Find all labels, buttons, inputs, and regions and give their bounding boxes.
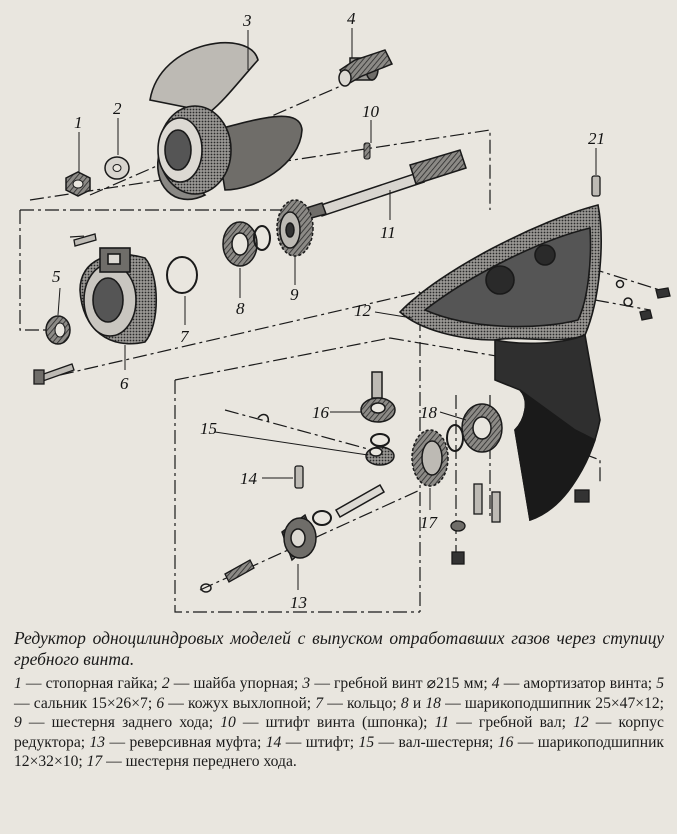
part-reverse-clutch xyxy=(281,483,386,562)
legend-text: — шайба упорная; xyxy=(169,675,303,692)
label-16: 16 xyxy=(312,403,329,422)
label-6: 6 xyxy=(120,374,129,393)
label-18: 18 xyxy=(420,403,437,422)
legend-text: — кожух выхлопной; xyxy=(164,694,316,712)
legend-text: — штифт; xyxy=(281,733,359,751)
legend-text: и xyxy=(408,694,426,712)
part-bearing-16 xyxy=(360,371,396,447)
legend-text: — кольцо; xyxy=(323,694,401,712)
legend-text: — стопорная гайка; xyxy=(21,675,162,692)
part-seal xyxy=(45,315,71,345)
legend-text: — шарикоподшипник 25×47×12; xyxy=(440,694,664,712)
part-key-pin xyxy=(363,142,371,160)
legend-number: 10 xyxy=(220,714,236,732)
part-lock-nut xyxy=(65,171,91,197)
label-13: 13 xyxy=(290,593,307,612)
diagram-drawing xyxy=(19,28,671,613)
figure-caption: Редуктор одноцилиндровых моделей с выпус… xyxy=(14,628,664,772)
caption-legend: 1 — стопорная гайка; 2 — шайба упорная; … xyxy=(14,674,664,772)
leader-lines xyxy=(57,28,597,590)
legend-text: — корпус редуктора; xyxy=(14,714,664,751)
legend-number: 3 xyxy=(302,675,311,692)
part-propeller-shaft xyxy=(299,149,467,221)
part-propeller xyxy=(149,41,303,201)
part-pin-14 xyxy=(294,465,304,489)
label-3: 3 xyxy=(243,11,252,30)
label-4: 4 xyxy=(347,9,356,28)
legend-text: — амортизатор винта; xyxy=(499,675,657,692)
label-17: 17 xyxy=(420,513,437,532)
legend-number: 9 xyxy=(14,714,22,732)
legend-number: 1 xyxy=(14,675,22,692)
legend-number: 2 xyxy=(161,675,170,692)
label-7: 7 xyxy=(180,327,189,346)
legend-text: — вал-шестерня; xyxy=(374,733,498,751)
legend-text: — реверсивная муфта; xyxy=(105,733,266,751)
legend-number: 4 xyxy=(491,675,500,692)
legend-text: — шарикоподшипник 12×32×10; xyxy=(14,733,665,771)
label-1: 1 xyxy=(74,113,83,132)
legend-number: 16 xyxy=(497,733,514,751)
label-11: 11 xyxy=(380,223,396,242)
part-vertical-bolts xyxy=(450,483,590,565)
legend-number: 6 xyxy=(156,694,165,712)
legend-number: 11 xyxy=(434,714,450,732)
part-reverse-gear xyxy=(276,199,314,257)
part-screws-right xyxy=(615,279,671,321)
part-forward-gear xyxy=(411,429,449,487)
legend-text: — сальник 15×26×7; xyxy=(14,694,157,712)
legend-number: 12 xyxy=(573,714,589,732)
label-10: 10 xyxy=(362,102,379,121)
legend-number: 5 xyxy=(656,675,664,692)
legend-number: 7 xyxy=(315,694,324,712)
part-pinion-shaft xyxy=(365,446,395,466)
part-bearing-8 xyxy=(222,221,271,267)
part-small-left xyxy=(200,413,270,593)
legend-text: — гребной винт ⌀215 мм; xyxy=(310,675,492,692)
legend-text: — штифт винта (шпонка); xyxy=(235,714,435,732)
legend-number: 15 xyxy=(358,733,375,751)
part-bearing-18 xyxy=(446,403,503,453)
part-gearbox-housing xyxy=(398,204,602,522)
part-shock-absorber xyxy=(338,49,394,87)
exploded-diagram: 1 2 3 4 5 6 7 8 9 10 11 12 13 14 15 16 1… xyxy=(19,9,671,613)
label-2: 2 xyxy=(113,99,122,118)
label-21: 21 xyxy=(588,129,605,148)
legend-number: 18 xyxy=(425,694,441,712)
part-pin-21 xyxy=(591,175,601,197)
label-12: 12 xyxy=(354,301,371,320)
legend-number: 8 xyxy=(400,694,409,712)
legend-text: — шестерня переднего хода. xyxy=(102,753,297,771)
label-15: 15 xyxy=(200,419,217,438)
label-8: 8 xyxy=(236,299,245,318)
label-14: 14 xyxy=(240,469,257,488)
label-9: 9 xyxy=(290,285,299,304)
legend-text: — шестерня заднего хода; xyxy=(21,714,221,732)
legend-text: — гребной вал; xyxy=(449,714,574,732)
part-ring xyxy=(166,256,198,294)
part-bolts-left xyxy=(33,233,97,385)
part-exhaust-housing xyxy=(79,247,158,345)
part-thrust-washer xyxy=(104,156,130,180)
caption-title: Редуктор одноцилиндровых моделей с выпус… xyxy=(14,628,664,669)
legend-number: 14 xyxy=(265,733,282,751)
legend-number: 17 xyxy=(86,753,103,771)
label-5: 5 xyxy=(52,267,61,286)
legend-number: 13 xyxy=(89,733,106,751)
